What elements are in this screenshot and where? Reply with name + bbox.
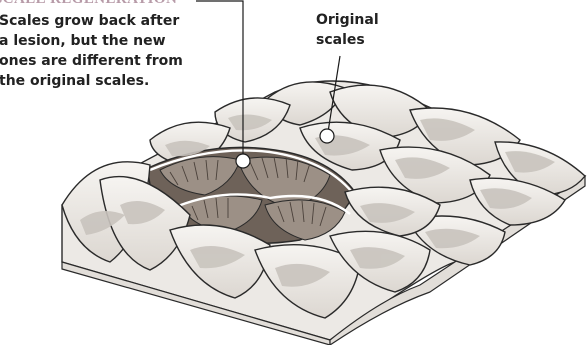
- original-scales-label: Original scales: [316, 10, 379, 50]
- original-scales-label-line: Original: [316, 10, 379, 30]
- regeneration-heading: SCALE REGENERATION: [0, 0, 177, 8]
- regeneration-marker: [236, 154, 250, 168]
- original-scales-label-line: scales: [316, 30, 379, 50]
- regeneration-description-line: Scales grow back after: [0, 11, 209, 31]
- regeneration-description: Scales grow back after a lesion, but the…: [0, 11, 209, 91]
- regeneration-description-line: ones are different from: [0, 51, 209, 71]
- regeneration-description-line: a lesion, but the new: [0, 31, 209, 51]
- regeneration-description-line: the original scales.: [0, 71, 209, 91]
- original-scales-marker: [320, 129, 334, 143]
